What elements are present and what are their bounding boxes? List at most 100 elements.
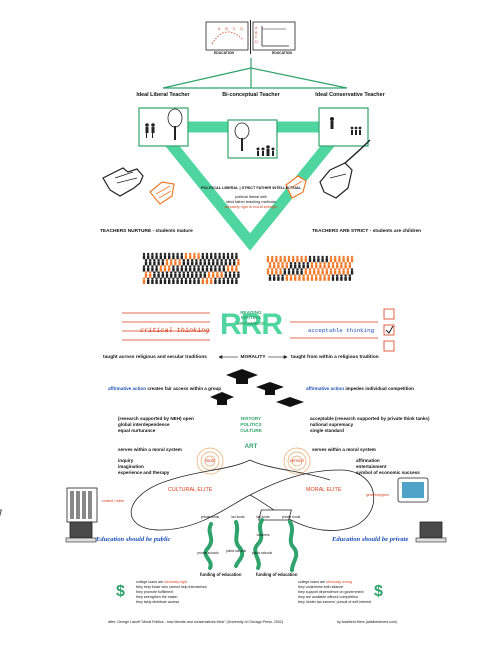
student-body — [180, 280, 183, 284]
student-body — [334, 270, 337, 275]
student-head — [159, 277, 162, 280]
student-head — [147, 265, 150, 268]
student-head — [214, 252, 217, 256]
student-head — [340, 262, 343, 265]
student-body — [298, 264, 301, 269]
student-head — [294, 274, 297, 277]
student-head — [289, 262, 293, 265]
student-body — [310, 264, 314, 269]
student-head — [298, 274, 301, 277]
student-body — [235, 280, 238, 284]
student-body — [207, 261, 211, 266]
moral-system-left: serves within a moral system — [118, 447, 182, 452]
funding-left: funding of education — [200, 572, 242, 577]
student-body — [296, 270, 299, 275]
liberal-teacher-box — [138, 107, 189, 147]
student-body — [210, 267, 213, 272]
student-body — [157, 261, 160, 266]
student-head — [180, 265, 183, 268]
student-head — [172, 277, 175, 280]
student-body — [285, 276, 288, 281]
student-head — [315, 262, 318, 265]
student-head — [287, 268, 291, 271]
student-body — [172, 267, 175, 272]
footer-citation: after: George Lakoff "Moral Politics - h… — [108, 620, 284, 624]
student-body — [144, 261, 148, 266]
student-head — [199, 259, 202, 262]
student-head — [222, 277, 225, 280]
sq-top-3: private funds — [281, 515, 301, 519]
student-body — [281, 264, 284, 269]
student-head — [273, 262, 276, 265]
student-body — [210, 280, 213, 284]
student-head — [304, 268, 307, 271]
checkboxes — [383, 308, 395, 352]
student-head — [218, 252, 221, 256]
student-body — [321, 258, 324, 263]
student-head — [203, 271, 206, 274]
student-body — [216, 261, 219, 266]
student-head — [235, 252, 238, 256]
student-head — [287, 255, 291, 259]
student-body — [271, 258, 274, 263]
taught-right-label: taught from within a religious tradition — [291, 355, 379, 360]
student-head — [168, 252, 171, 256]
student-head — [334, 255, 337, 259]
student-body — [294, 264, 297, 269]
student-head — [279, 255, 282, 259]
student-body — [218, 255, 221, 260]
student-head — [222, 265, 225, 268]
student-body — [165, 273, 169, 278]
center-line-1: POLITICAL LIBERAL | STRICT FATHER INTELL… — [200, 186, 302, 190]
student-head — [275, 255, 278, 259]
student-head — [231, 277, 234, 280]
context-left: context / reinfe — [102, 499, 125, 503]
student-head — [231, 265, 234, 268]
student-body — [271, 270, 274, 275]
student-head — [340, 274, 343, 277]
student-body — [151, 255, 154, 260]
student-body — [342, 270, 345, 275]
student-body — [144, 273, 148, 278]
student-body — [180, 267, 183, 272]
student-head — [323, 262, 326, 265]
graduation-caps — [210, 369, 304, 407]
student-body — [168, 267, 171, 272]
student-body — [184, 280, 188, 284]
conservative-teacher-box — [318, 107, 369, 147]
student-head — [325, 255, 328, 259]
sq-mid-0: private schools — [197, 551, 219, 555]
student-head — [268, 262, 272, 265]
student-body — [222, 280, 225, 284]
student-head — [231, 252, 234, 256]
student-head — [207, 259, 211, 262]
student-head — [273, 274, 276, 277]
student-head — [298, 262, 301, 265]
student-body — [285, 264, 288, 269]
student-body — [224, 273, 227, 278]
student-crowd-right — [266, 255, 354, 281]
student-body — [163, 280, 167, 284]
student-head — [296, 255, 299, 259]
center-line-4: scholarly rigor is moral strength — [224, 205, 278, 209]
student-head — [306, 262, 309, 265]
chart-vertical-letters: A B C D — [255, 26, 258, 44]
student-head — [186, 271, 190, 274]
student-head — [228, 271, 232, 274]
student-head — [214, 277, 217, 280]
student-body — [176, 267, 179, 272]
student-head — [344, 262, 347, 265]
orange-hand-right-icon — [285, 175, 307, 199]
student-body — [279, 270, 282, 275]
student-head — [296, 268, 299, 271]
student-head — [294, 262, 297, 265]
censor-target — [283, 447, 311, 475]
student-head — [308, 255, 312, 259]
student-body — [231, 267, 234, 272]
student-body — [296, 258, 299, 263]
student-head — [220, 259, 223, 262]
student-body — [266, 258, 270, 263]
student-body — [197, 280, 200, 284]
student-body — [300, 258, 303, 263]
